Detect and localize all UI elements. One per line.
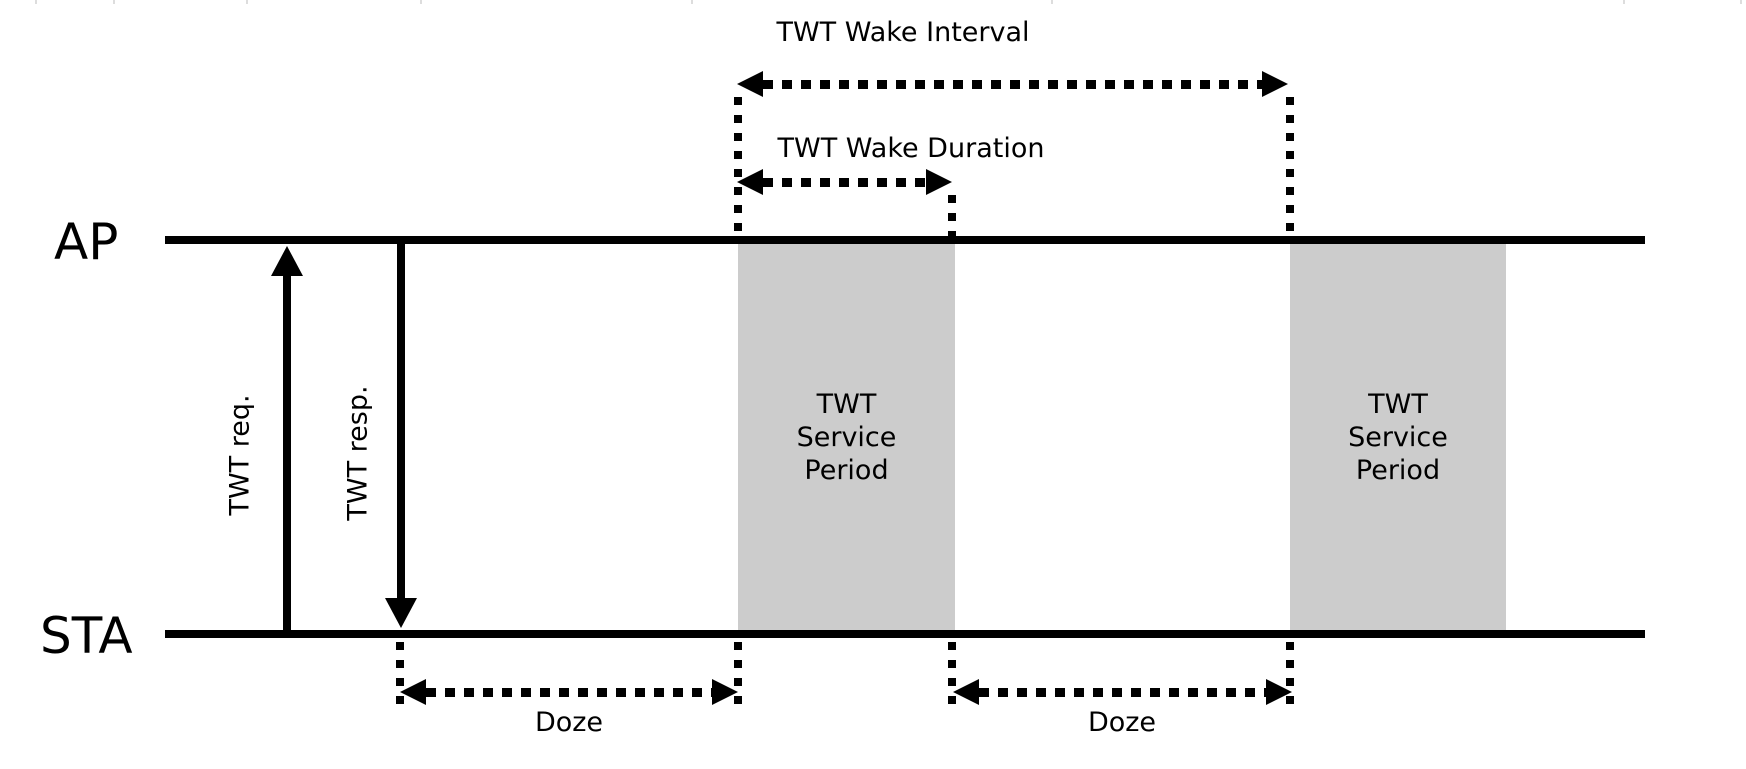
arrowhead-left-icon (953, 679, 979, 705)
edge-artifact-tick (1740, 0, 1742, 4)
twt-response-arrow-shaft (397, 240, 405, 608)
arrowhead-right-icon (712, 679, 738, 705)
arrowhead-right-icon (1262, 71, 1288, 97)
sta-timeline (165, 630, 1645, 638)
twt-request-arrow-shaft (283, 262, 291, 634)
doze-label-right: Doze (1087, 707, 1157, 738)
twt-request-label: TWT req. (224, 394, 256, 516)
dotted-connector-doze-1-left (396, 642, 404, 704)
wake-duration-arrow (737, 169, 952, 195)
actor-label-ap: AP (54, 213, 119, 271)
arrowhead-left-icon (737, 71, 763, 97)
service-period-label: TWT Service Period (1348, 388, 1448, 486)
ap-timeline (165, 236, 1645, 244)
edge-artifact-tick (246, 0, 248, 4)
arrowhead-left-icon (400, 679, 426, 705)
wake-duration-label: TWT Wake Duration (777, 133, 1045, 164)
service-period-box-2: TWT Service Period (1290, 244, 1506, 630)
twt-request-arrowhead-up (271, 246, 303, 276)
dotted-connector-interval-right (1286, 97, 1294, 236)
edge-artifact-tick (691, 0, 693, 4)
wake-interval-label: TWT Wake Interval (776, 17, 1030, 48)
twt-response-label: TWT resp. (342, 385, 374, 521)
edge-artifact-tick (420, 0, 422, 4)
edge-artifact-tick (1623, 0, 1625, 4)
wake-interval-arrow (737, 71, 1288, 97)
doze-label-left: Doze (534, 707, 604, 738)
twt-response-arrowhead-down (385, 598, 417, 628)
doze-arrow-1 (400, 679, 738, 705)
edge-artifact-tick (113, 0, 115, 4)
dotted-line (763, 177, 926, 187)
dotted-connector-doze-1-right (734, 642, 742, 704)
dotted-connector-doze-2-left (948, 642, 956, 704)
arrowhead-left-icon (737, 169, 763, 195)
arrowhead-right-icon (926, 169, 952, 195)
service-period-box-1: TWT Service Period (738, 244, 955, 630)
arrowhead-right-icon (1266, 679, 1292, 705)
dotted-line (979, 687, 1266, 697)
dotted-connector-interval-left (734, 97, 742, 236)
dotted-connector-duration-right (948, 195, 956, 236)
edge-artifact-tick (35, 0, 37, 4)
actor-label-sta: STA (40, 607, 133, 665)
doze-arrow-2 (953, 679, 1292, 705)
dotted-line (763, 79, 1262, 89)
dotted-connector-doze-2-right (1286, 642, 1294, 704)
service-period-label: TWT Service Period (796, 388, 897, 486)
dotted-line (426, 687, 712, 697)
edge-artifact-tick (1051, 0, 1053, 4)
